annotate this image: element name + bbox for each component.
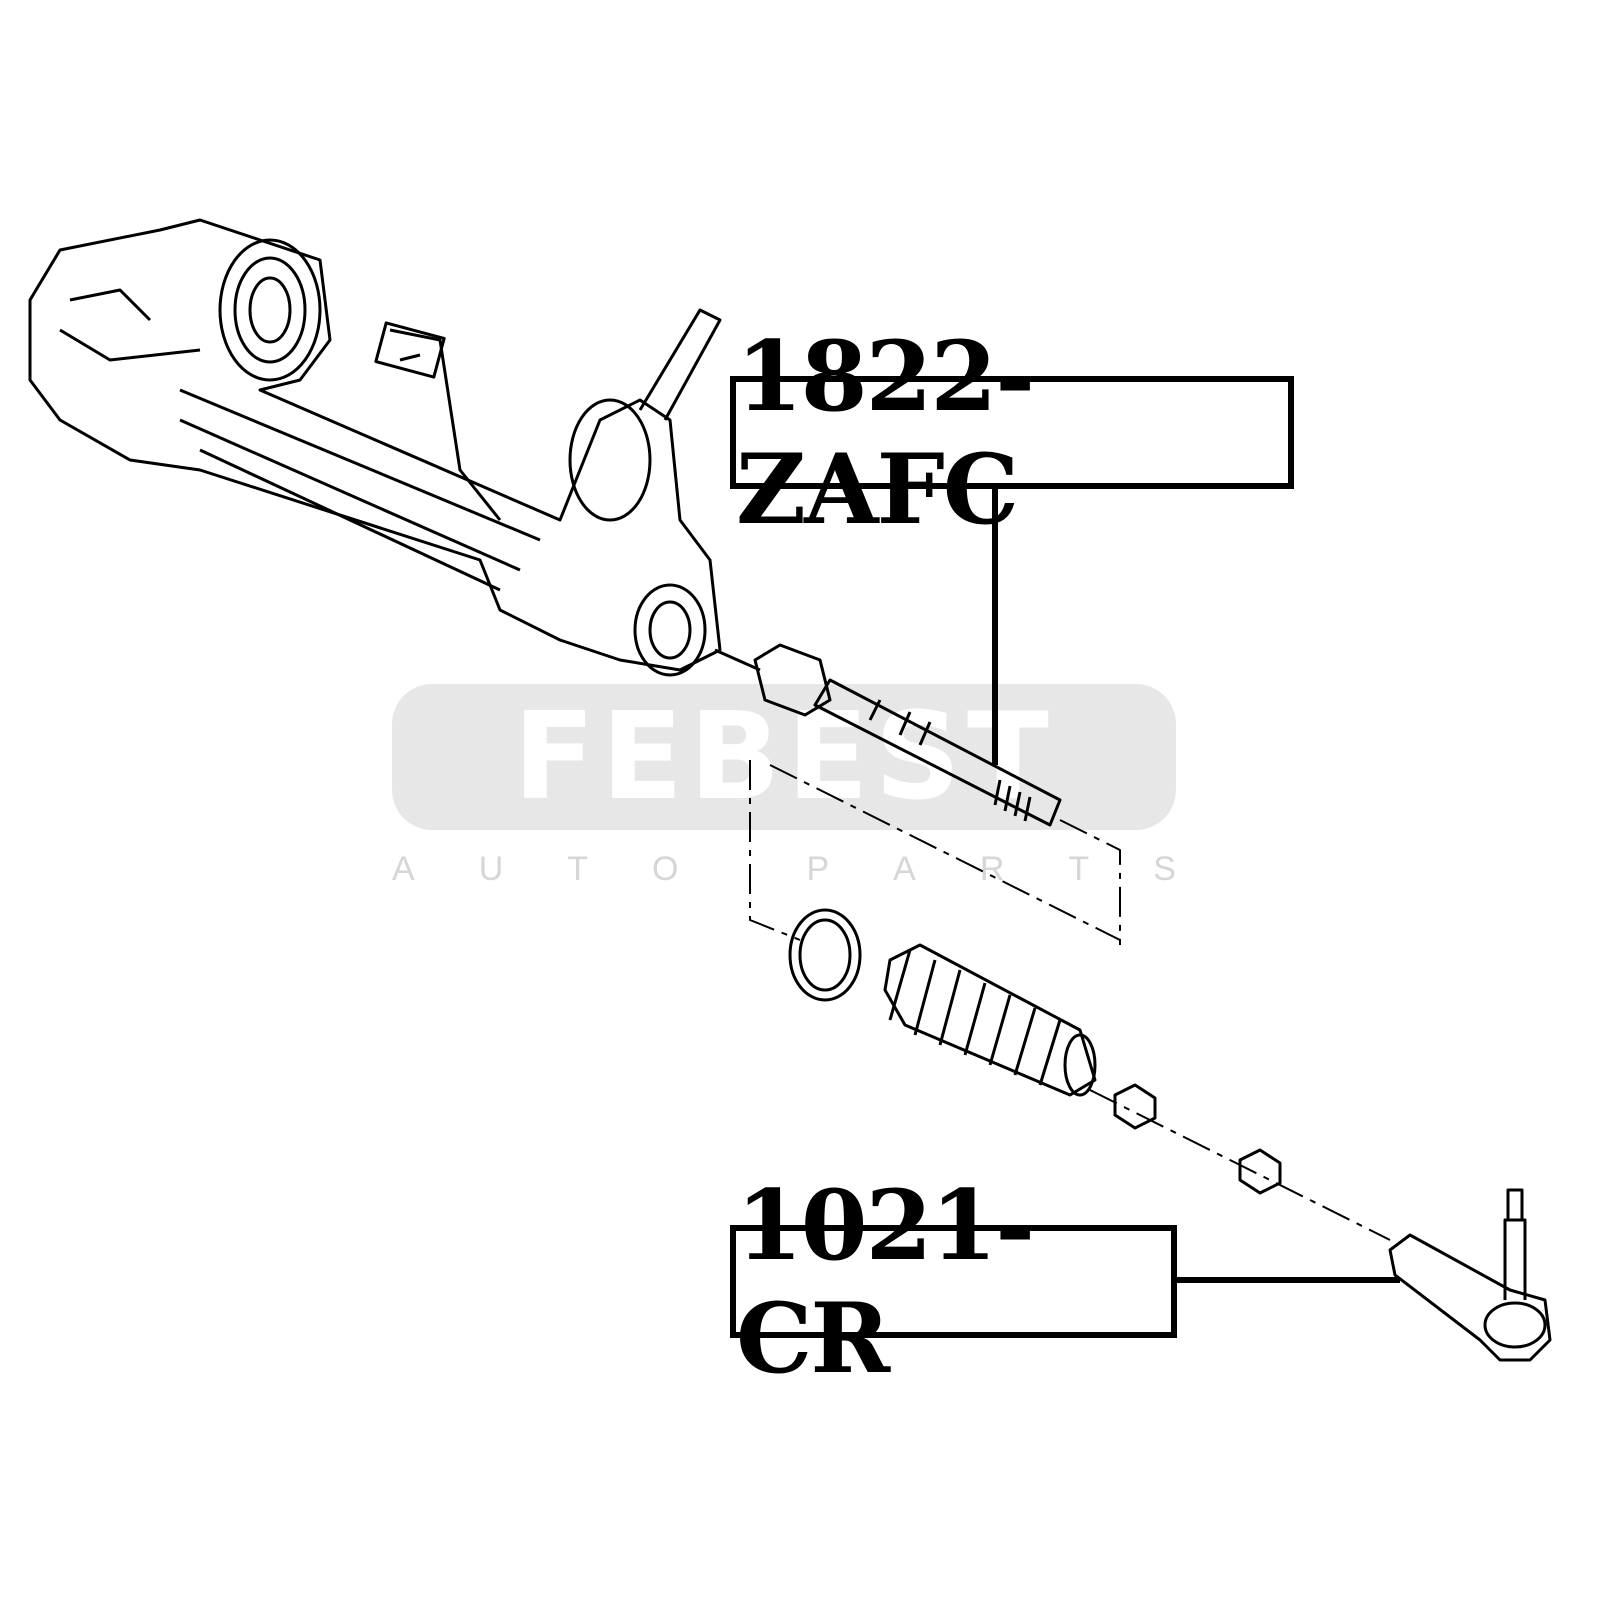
rack-boot (883, 943, 1097, 1097)
steering-rack-housing (28, 218, 722, 677)
part-label-inner-tie-rod[interactable]: 1822-ZAFC (730, 320, 1294, 546)
tagline-letter: U (478, 850, 504, 888)
tagline-letter: A (392, 850, 415, 888)
tagline-letter: A (893, 850, 916, 888)
watermark-tagline: A U T O P A R T S (392, 850, 1176, 889)
nut (1113, 1083, 1282, 1195)
tagline-letter: P (806, 850, 830, 888)
tagline-letter: S (1153, 850, 1176, 888)
tagline-letter: R (979, 850, 1005, 888)
tie-rod-end (1388, 1188, 1552, 1362)
tagline-letter: T (567, 850, 589, 888)
tagline-letter: O (652, 850, 679, 888)
part-label-tie-rod-end[interactable]: 1021-CR (730, 1169, 1177, 1395)
boot-clamp-ring (788, 908, 862, 1002)
tagline-letter: T (1068, 850, 1090, 888)
inner-tie-rod (714, 643, 1062, 827)
leader-lines (992, 489, 1400, 1283)
